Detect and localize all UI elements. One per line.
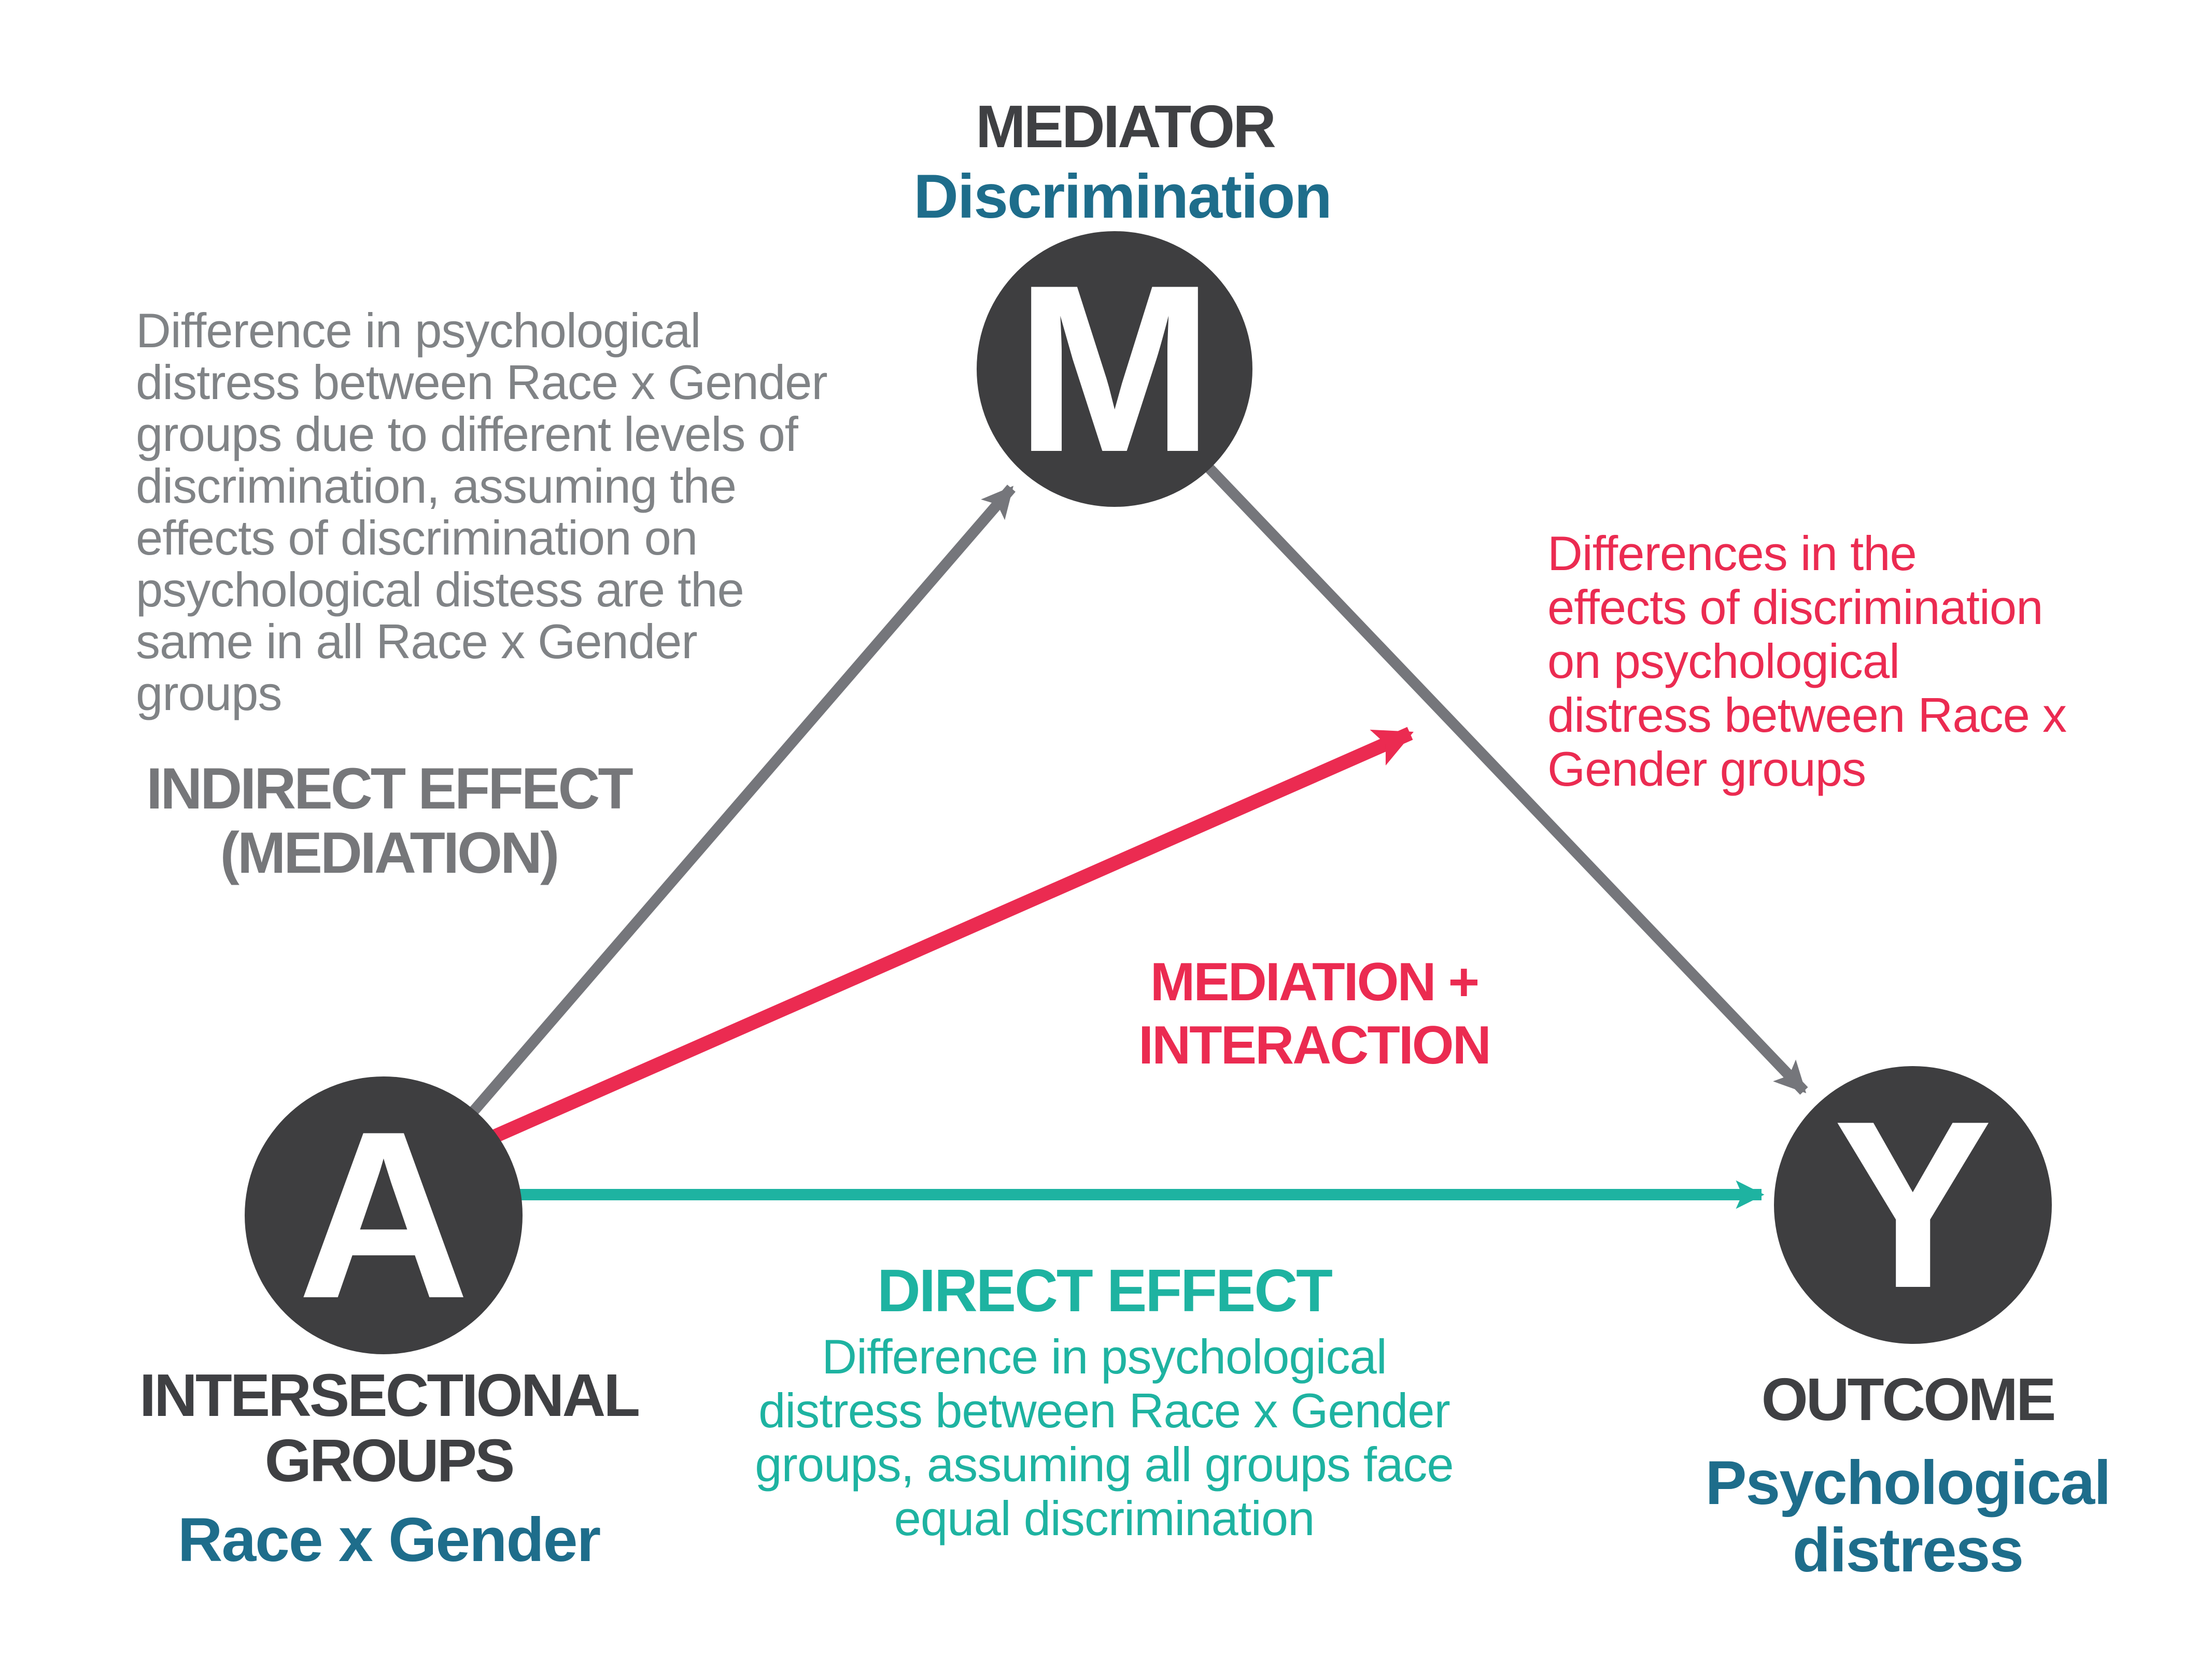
node-y-circle [1774, 1066, 2052, 1344]
note-line: Differences in the [1547, 526, 1917, 580]
note-line: distress between Race x [1547, 688, 2066, 742]
mediator-role-label: MEDIATOR [976, 93, 1275, 160]
arrow-m-to-y [1110, 365, 1808, 1095]
intersectional-role-line: INTERSECTIONAL [139, 1362, 639, 1429]
node-y-letter: Y [1834, 1072, 1993, 1338]
note-line: groups, assuming all groups face [755, 1437, 1453, 1492]
note-line: groups [136, 666, 281, 720]
note-line: discrimination, assuming the [136, 459, 736, 513]
interaction-note: Differences in the effects of discrimina… [1547, 526, 2067, 796]
note-line: distress between Race x Gender [136, 355, 827, 409]
note-line: psychological distess are the [136, 562, 744, 617]
outcome-labels: OUTCOME Psychological distress [1706, 1366, 2111, 1585]
intersectional-labels: INTERSECTIONAL GROUPS Race x Gender [139, 1362, 641, 1575]
label-line: DIRECT EFFECT [877, 1257, 1332, 1324]
note-line: effects of discrimination [1547, 580, 2042, 634]
arrows [379, 365, 1808, 1219]
label-line: (MEDIATION) [220, 820, 558, 885]
note-line: equal discrimination [894, 1491, 1315, 1545]
note-line: Difference in psychological [822, 1329, 1386, 1384]
node-m-letter: M [1015, 236, 1214, 502]
outcome-role-label: OUTCOME [1762, 1366, 2054, 1433]
mediation-interaction-label: MEDIATION + INTERACTION [1138, 952, 1491, 1075]
nodes: M A Y [245, 231, 2052, 1354]
node-a-circle [245, 1076, 523, 1354]
note-line: effects of discrimination on [136, 511, 697, 565]
note-line: same in all Race x Gender [136, 614, 697, 669]
note-line: groups due to different levels of [136, 407, 799, 461]
outcome-variable-line: Psychological [1706, 1448, 2110, 1518]
node-m-circle [977, 231, 1252, 507]
label-line: MEDIATION + [1150, 952, 1478, 1012]
indirect-effect-note: Difference in psychological distress bet… [136, 303, 828, 720]
label-line: INTERACTION [1138, 1015, 1490, 1075]
mediator-variable-label: Discrimination [913, 162, 1331, 231]
outcome-variable-line: distress [1793, 1515, 2023, 1585]
note-line: on psychological [1547, 634, 1899, 688]
intersectional-variable-label: Race x Gender [178, 1505, 600, 1575]
note-line: Difference in psychological [136, 303, 700, 358]
mediator-labels: MEDIATOR Discrimination [913, 93, 1332, 231]
intersectional-role-line: GROUPS [265, 1427, 513, 1494]
direct-effect-label: DIRECT EFFECT [877, 1257, 1334, 1324]
node-a-letter: A [298, 1082, 470, 1348]
direct-effect-note: Difference in psychological distress bet… [755, 1329, 1454, 1545]
note-line: distress between Race x Gender [758, 1383, 1450, 1438]
arrow-indirect-a-to-m [379, 485, 1016, 1219]
indirect-effect-label: INDIRECT EFFECT (MEDIATION) [146, 756, 635, 885]
label-line: INDIRECT EFFECT [146, 756, 633, 821]
arrow-mediation-interaction [443, 727, 1414, 1165]
note-line: Gender groups [1547, 742, 1866, 796]
